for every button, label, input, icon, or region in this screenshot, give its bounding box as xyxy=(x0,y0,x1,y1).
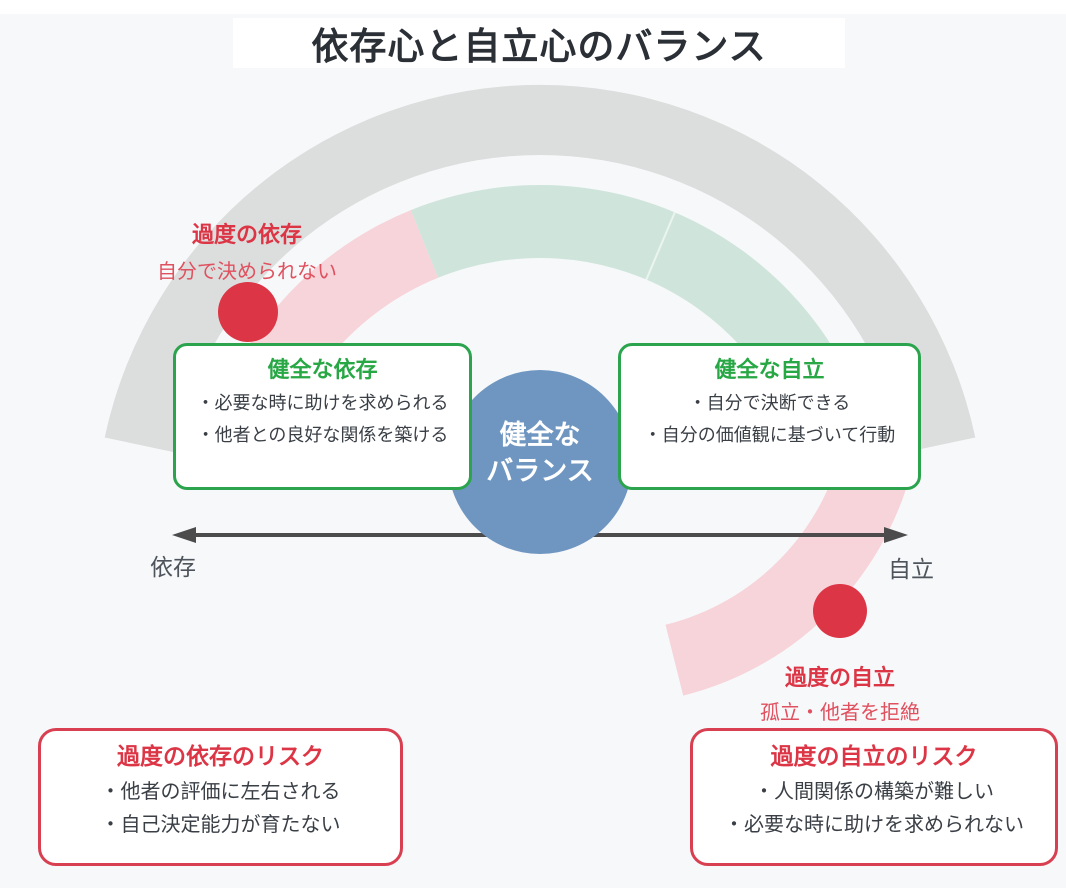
dependence-risk-bullet-1: ・他者の評価に左右される xyxy=(100,781,341,803)
healthy-independence-title: 健全な自立 xyxy=(714,357,825,382)
independence-risk-title: 過度の自立のリスク xyxy=(770,743,978,769)
page-title: 依存心と自立心のバランス xyxy=(311,26,767,67)
healthy-balance-text: 健全な バランス xyxy=(486,418,593,489)
healthy-balance-line2: バランス xyxy=(486,456,594,486)
healthy-balance-circle: 健全な バランス xyxy=(448,370,632,554)
excess-independence-label: 過度の自立 xyxy=(784,665,896,690)
excess-independence-dot xyxy=(813,584,867,638)
dependence-risk-bullet-2: ・自己決定能力が育たない xyxy=(100,814,341,836)
healthy-independence-box: 健全な自立 ・自分で決断できる ・自分の価値観に基づいて行動 xyxy=(618,343,921,490)
excess-dependence-sublabel: 自分で決められない xyxy=(157,261,337,283)
axis-arrowhead-left-icon xyxy=(172,527,196,543)
axis-arrowhead-right-icon xyxy=(884,527,908,543)
title-plate: 依存心と自立心のバランス xyxy=(233,18,845,68)
dependence-risk-box: 過度の依存のリスク ・他者の評価に左右される ・自己決定能力が育たない xyxy=(38,728,403,866)
healthy-balance-line1: 健全な xyxy=(499,420,581,451)
excess-independence-band xyxy=(665,440,916,696)
healthy-zone-divider xyxy=(645,212,676,280)
excess-dependence-dot xyxy=(218,282,278,342)
healthy-dependence-box: 健全な依存 ・必要な時に助けを求められる ・他者との良好な関係を築ける xyxy=(173,343,472,490)
outer-gray-arc xyxy=(104,84,976,453)
dependence-risk-title: 過度の依存のリスク xyxy=(117,743,324,769)
axis-label-dependence: 依存 xyxy=(150,554,196,580)
healthy-independence-bullet-1: ・自分で決断できる xyxy=(688,393,851,413)
healthy-dependence-bullet-1: ・必要な時に助けを求められる xyxy=(196,393,449,413)
axis-label-independence: 自立 xyxy=(888,556,934,582)
excess-independence-sublabel: 孤立・他者を拒絶 xyxy=(760,702,920,724)
independence-risk-bullet-1: ・人間関係の構築が難しい xyxy=(754,781,994,803)
excess-dependence-label: 過度の依存 xyxy=(191,222,303,247)
healthy-independence-bullet-2: ・自分の価値観に基づいて行動 xyxy=(643,425,896,445)
independence-risk-bullet-2: ・必要な時に助けを求められない xyxy=(724,814,1024,836)
healthy-dependence-title: 健全な依存 xyxy=(267,357,378,382)
independence-risk-box: 過度の自立のリスク ・人間関係の構築が難しい ・必要な時に助けを求められない xyxy=(690,728,1058,866)
healthy-dependence-bullet-2: ・他者との良好な関係を築ける xyxy=(196,425,449,445)
